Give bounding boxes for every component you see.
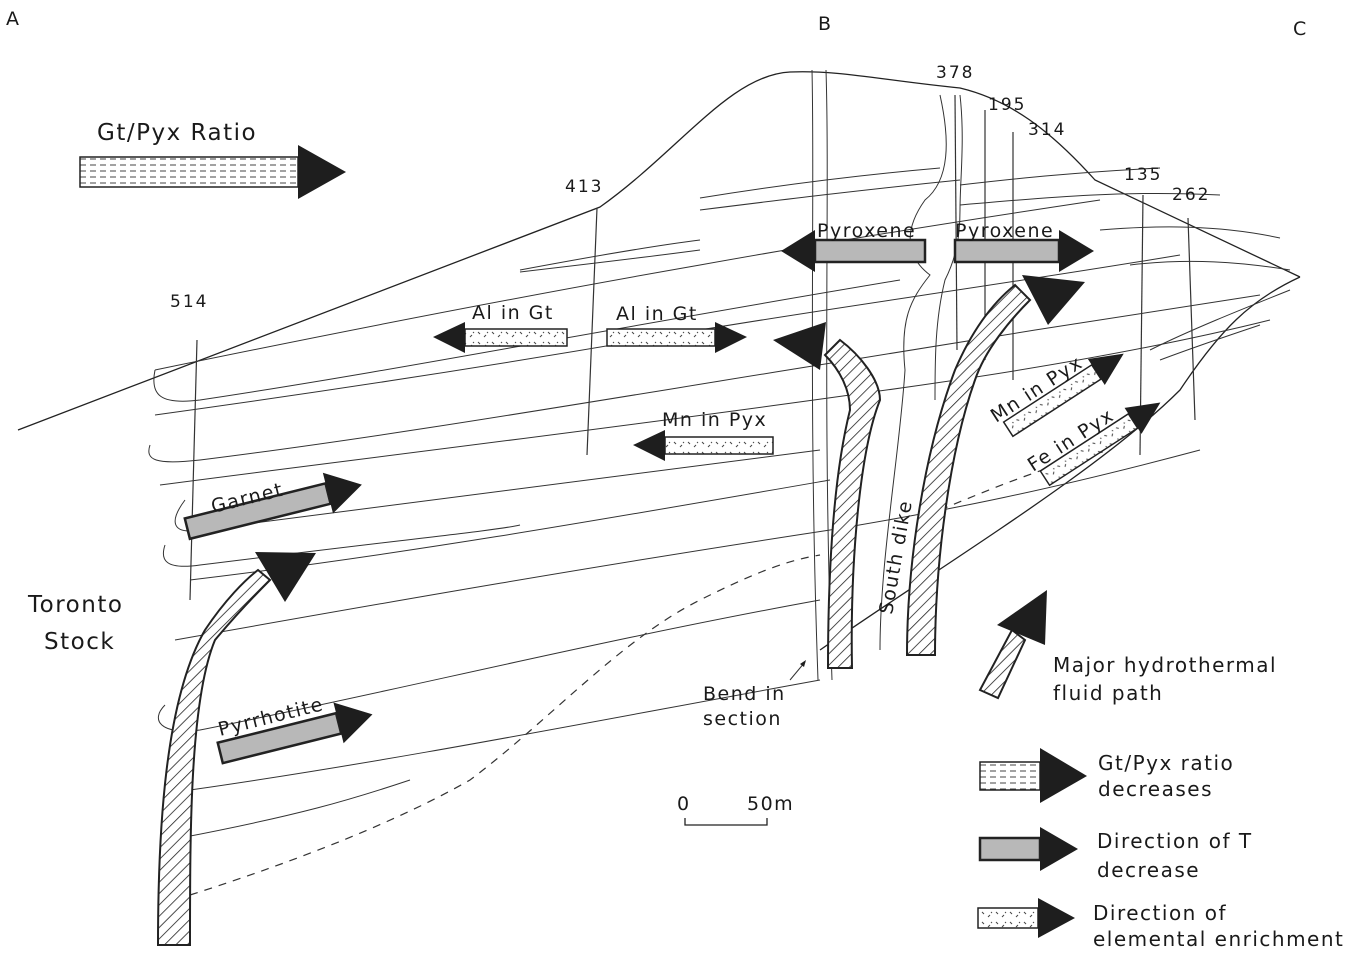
- section-label-a: A: [6, 8, 21, 30]
- shaded-arrow-icon: [980, 827, 1078, 871]
- drill-hole-378: 378: [936, 63, 974, 83]
- drill-hole-514: 514: [170, 292, 208, 312]
- drill-hole-195: 195: [988, 95, 1026, 115]
- pyroxene-left-arrow: [815, 240, 925, 262]
- legend-ratio-line1: Gt/Pyx ratio: [1098, 751, 1234, 775]
- pyroxene-right-label: Pyroxene: [955, 220, 1054, 242]
- garnet-arrow: [182, 464, 367, 548]
- scale-zero: 0: [677, 793, 691, 815]
- toronto-label: Toronto: [27, 592, 123, 618]
- pyroxene-left-label: Pyroxene: [817, 220, 916, 242]
- legend-fluid-line1: Major hydrothermal: [1053, 653, 1277, 677]
- stock-label: Stock: [44, 629, 115, 655]
- speckled-arrow-icon: [978, 898, 1075, 938]
- gt-pyx-ratio-arrow: [80, 157, 298, 187]
- al-left-arrow: [465, 329, 567, 346]
- scale-end: 50m: [747, 793, 794, 815]
- bend-label-line2: section: [703, 708, 782, 730]
- fluid-path-icon: [980, 590, 1047, 698]
- legend-enrichment-line2: elemental enrichment: [1093, 927, 1344, 951]
- gt-pyx-ratio-title: Gt/Pyx Ratio: [97, 120, 257, 146]
- dashed-boundaries: [190, 450, 1110, 895]
- mn-center-arrow: [665, 437, 773, 454]
- bend-label-line1: Bend in: [703, 683, 786, 705]
- drill-hole-314: 314: [1028, 120, 1066, 140]
- legend-fluid-line2: fluid path: [1053, 681, 1163, 705]
- legend: Major hydrothermal fluid path Gt/Pyx rat…: [978, 590, 1344, 951]
- al-left-label: Al in Gt: [472, 302, 554, 324]
- section-labels: A B C: [6, 8, 1308, 40]
- mn-center-label: Mn in Pyx: [662, 409, 767, 431]
- legend-ratio-line2: decreases: [1098, 777, 1213, 801]
- scale-bar: 0 50m: [677, 793, 794, 825]
- fluid-path-right: [907, 285, 1030, 655]
- drill-hole-262: 262: [1172, 185, 1210, 205]
- al-right-label: Al in Gt: [616, 303, 698, 325]
- fluid-path-arrows: [158, 275, 1085, 945]
- fluid-path-center: [825, 340, 880, 668]
- section-label-b: B: [818, 13, 833, 35]
- legend-enrichment-line1: Direction of: [1093, 901, 1227, 925]
- pyroxene-right-arrow: [955, 240, 1059, 262]
- bend-label: Bend in section: [703, 660, 806, 730]
- al-right-arrow: [607, 329, 715, 346]
- legend-temperature-line1: Direction of T: [1097, 829, 1253, 853]
- section-label-c: C: [1293, 18, 1308, 40]
- drill-hole-413: 413: [565, 177, 603, 197]
- legend-temperature-line2: decrease: [1097, 858, 1200, 882]
- drill-hole-135: 135: [1124, 165, 1162, 185]
- dashed-arrow-icon: [980, 748, 1087, 803]
